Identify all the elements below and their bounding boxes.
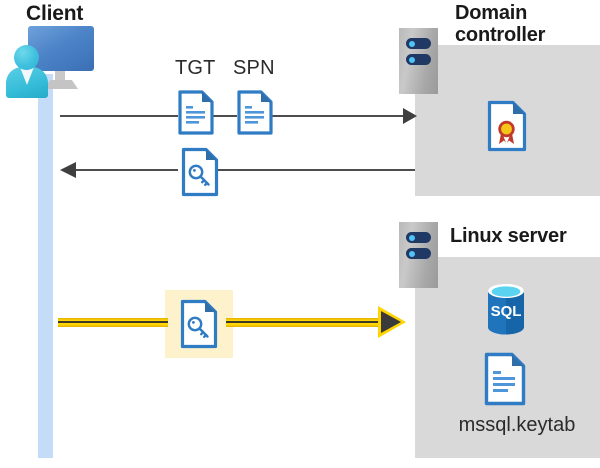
response-arrow-line <box>76 169 178 171</box>
key-document-icon <box>180 299 218 349</box>
response-arrow-head-icon <box>60 162 76 178</box>
client-title: Client <box>26 2 84 25</box>
sql-database-icon: SQL <box>483 282 529 336</box>
certificate-document-icon <box>487 100 527 152</box>
response-arrow-line <box>213 169 415 171</box>
server-rack-icon <box>399 222 438 288</box>
sql-text: SQL <box>491 303 522 320</box>
service-ticket-arrow-line <box>58 318 168 327</box>
server-bay-icon <box>406 38 431 49</box>
key-document-icon <box>181 147 219 197</box>
server-bay-icon <box>406 232 431 243</box>
server-bay-icon <box>406 248 431 259</box>
request-arrow-line <box>213 115 237 117</box>
monitor-neck-icon <box>55 71 65 82</box>
document-icon <box>178 90 214 135</box>
monitor-screen-icon <box>28 26 94 71</box>
person-head-icon <box>14 45 39 70</box>
service-ticket-arrow-head-inner-icon <box>381 311 401 333</box>
request-arrow-head-icon <box>403 108 417 124</box>
request-arrow-line <box>60 115 178 117</box>
client-lifeline <box>38 74 53 458</box>
keytab-document-icon <box>484 352 526 406</box>
server-bay-icon <box>406 54 431 65</box>
monitor-base-icon <box>44 80 78 89</box>
spn-label: SPN <box>233 57 275 79</box>
tgt-label: TGT <box>175 57 216 79</box>
domain-controller-title: Domain controller <box>455 2 546 47</box>
server-rack-icon <box>399 28 438 94</box>
keytab-filename-label: mssql.keytab <box>458 414 576 436</box>
service-ticket-arrow-line <box>226 318 383 327</box>
request-arrow-line <box>272 115 415 117</box>
linux-server-title: Linux server <box>450 225 567 247</box>
document-icon <box>237 90 273 135</box>
user-computer-icon <box>6 26 94 98</box>
